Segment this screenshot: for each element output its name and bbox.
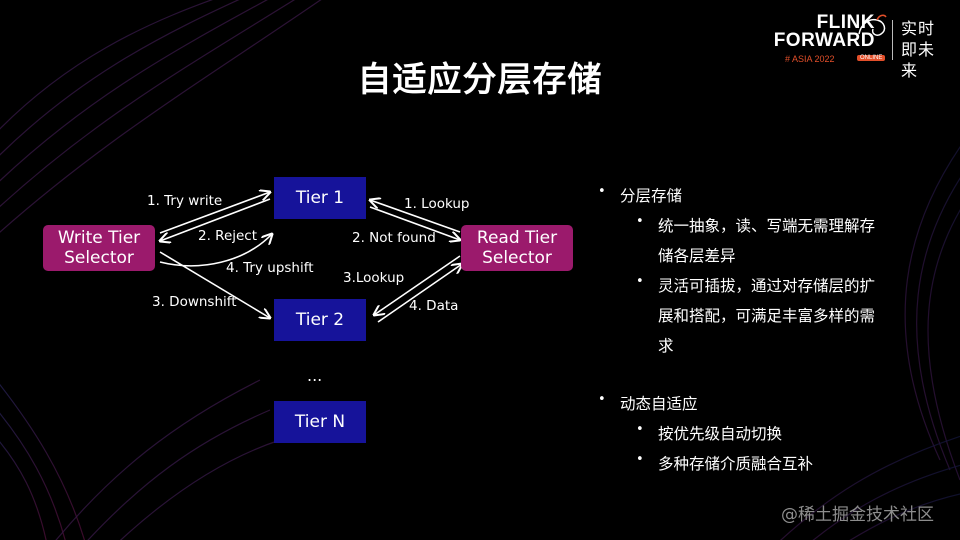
arrow-lookup-3 xyxy=(374,255,461,315)
sub-bullet-continuation: 求 xyxy=(658,337,674,355)
sub-bullet-pluggable: 灵活可插拔，通过对存储层的扩 xyxy=(636,274,875,296)
tier-2: Tier 2 xyxy=(274,299,366,341)
label-try-upshift: 4. Try upshift xyxy=(226,260,314,276)
sub-bullet-media-fusion: 多种存储介质融合互补 xyxy=(636,452,813,474)
write-tier-selector: Write Tier Selector xyxy=(43,225,155,271)
tier-n: Tier N xyxy=(274,401,366,443)
arrow-data xyxy=(377,264,462,323)
logo-divider xyxy=(892,20,893,60)
tier-1: Tier 1 xyxy=(274,177,366,219)
label-try-write: 1. Try write xyxy=(147,193,223,209)
label-lookup-3: 3.Lookup xyxy=(343,270,405,286)
label-lookup-1: 1. Lookup xyxy=(404,196,470,212)
bullet-dynamic-adaptive: 动态自适应 xyxy=(598,392,697,414)
sub-bullet-unified-abstraction: 统一抽象，读、写端无需理解存 xyxy=(636,214,875,236)
sub-bullet-continuation: 展和搭配，可满足丰富多样的需 xyxy=(658,307,876,325)
arrow-downshift xyxy=(159,251,270,318)
label-data: 4. Data xyxy=(409,298,459,314)
bullet-layered-storage: 分层存储 xyxy=(598,184,682,206)
logo-line1: FLINK xyxy=(816,12,875,33)
logo-chinese: 实时即未来 xyxy=(901,19,936,80)
label-downshift: 3. Downshift xyxy=(152,294,237,310)
watermark: @稀土掘金技术社区 xyxy=(781,505,934,525)
label-not-found: 2. Not found xyxy=(352,230,436,246)
arrow-lookup-1 xyxy=(370,200,461,233)
slide-title: 自适应分层存储 xyxy=(357,60,603,100)
flink-forward-logo: FLINK FORWARD # ASIA 2022 ONLINE 实时即未来 xyxy=(774,13,943,80)
tier-ellipsis: ... xyxy=(307,366,323,385)
logo-badge: ONLINE xyxy=(857,55,886,61)
label-reject: 2. Reject xyxy=(198,228,258,244)
sub-bullet-priority-switch: 按优先级自动切换 xyxy=(636,422,782,444)
arrow-not-found xyxy=(369,206,460,240)
arrow-try-write xyxy=(159,192,270,234)
logo-subtitle: # ASIA 2022 xyxy=(785,54,835,64)
sub-bullet-continuation: 储各层差异 xyxy=(658,247,736,265)
logo-wordmark: FLINK FORWARD xyxy=(773,12,875,51)
arrow-try-upshift xyxy=(159,234,272,267)
read-tier-selector: Read Tier Selector xyxy=(461,225,573,271)
squirrel-icon xyxy=(858,14,887,36)
arrow-reject xyxy=(160,198,271,241)
logo-line2: FORWARD xyxy=(773,30,875,51)
